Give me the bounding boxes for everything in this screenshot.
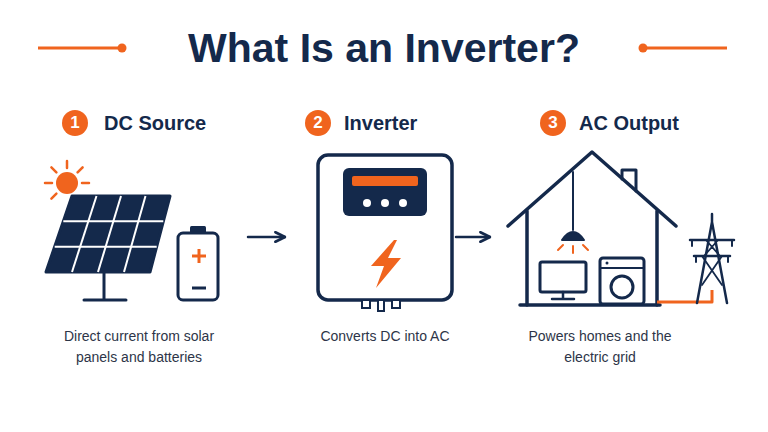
house-roof xyxy=(508,152,676,226)
inverter-connector xyxy=(392,300,400,308)
glow-ray xyxy=(583,245,588,250)
lamp-glow xyxy=(558,245,588,253)
callout-number: 1 xyxy=(62,110,88,136)
display-button xyxy=(363,199,371,207)
sun-icon xyxy=(45,161,89,199)
step-panel: InverterConverts DC into AC xyxy=(285,100,456,380)
display-button xyxy=(399,199,407,207)
sun-ray xyxy=(66,161,69,168)
tv-stand xyxy=(552,292,574,299)
step-heading: AC Output xyxy=(579,110,679,136)
inverter-display xyxy=(343,168,427,216)
sun-ray xyxy=(82,182,89,185)
solar-panel-icon xyxy=(46,196,170,300)
step-heading: DC Source xyxy=(104,110,206,136)
tv-screen xyxy=(540,262,586,292)
panel-stand xyxy=(103,272,106,300)
sun-ray xyxy=(51,167,56,172)
callout-number: 2 xyxy=(305,110,331,136)
inverter-body xyxy=(318,155,452,300)
diagram-title: What Is an Inverter? xyxy=(0,20,768,76)
display-bar xyxy=(352,176,418,186)
sun-disc xyxy=(56,172,78,194)
panel-base xyxy=(84,299,126,302)
house-icon xyxy=(508,152,676,305)
lamp-cord xyxy=(572,172,574,230)
step-panel: AC OutputPowers homes and the electric g… xyxy=(490,100,750,380)
panel-gridline xyxy=(72,196,97,272)
flow-arrow xyxy=(456,236,490,239)
panel-grid xyxy=(55,196,164,272)
inverter-connector xyxy=(378,300,384,311)
panel-gridline xyxy=(63,220,163,222)
washer-knob xyxy=(606,262,609,265)
display-button xyxy=(381,199,389,207)
washer-door xyxy=(611,276,633,298)
title-rule xyxy=(38,47,122,50)
step-panel: DC SourceDirect current from solar panel… xyxy=(30,100,248,380)
glow-ray xyxy=(572,246,574,253)
inverter-icon xyxy=(318,155,452,311)
flow-arrow xyxy=(248,236,285,239)
title-rule xyxy=(643,47,727,50)
battery-body xyxy=(178,233,218,300)
inverter-connector xyxy=(362,300,370,308)
grid-wire xyxy=(657,290,712,302)
step-description: Converts DC into AC xyxy=(300,326,470,347)
panel-gridline xyxy=(98,196,121,272)
glow-ray xyxy=(558,245,563,250)
sun-ray xyxy=(78,167,83,172)
step-description: Powers homes and the electric grid xyxy=(515,326,685,368)
lamp-shade xyxy=(562,232,584,240)
title-dot xyxy=(639,44,648,53)
tower-insulators xyxy=(692,240,732,262)
minus-sign xyxy=(192,287,206,290)
lightning-bolt xyxy=(371,240,401,288)
panel-body xyxy=(46,196,170,272)
washer-panel xyxy=(600,267,644,269)
battery-icon xyxy=(178,226,218,300)
step-description: Direct current from solar panels and bat… xyxy=(54,326,224,368)
sun-ray xyxy=(45,182,52,185)
panel-gridline xyxy=(124,196,146,272)
step-heading: Inverter xyxy=(344,110,417,136)
plus-sign xyxy=(198,249,201,263)
callout-number: 3 xyxy=(540,110,566,136)
house-walls xyxy=(527,211,657,305)
transmission-tower xyxy=(690,214,734,303)
tower-lattice xyxy=(702,240,722,285)
panel-gridline xyxy=(55,246,157,248)
tower-legs xyxy=(697,214,727,303)
title-dot xyxy=(118,44,127,53)
sun-ray xyxy=(51,194,56,199)
washer-body xyxy=(600,258,644,304)
